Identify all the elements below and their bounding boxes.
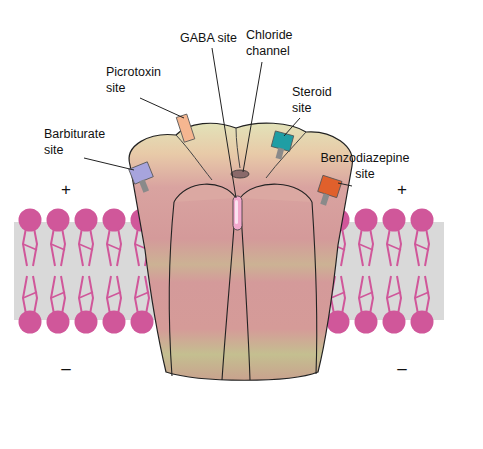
steroid-site xyxy=(271,131,293,160)
benzodiazepine-site xyxy=(318,175,342,205)
receptor-body xyxy=(129,123,352,380)
site-label: Benzodiazepine site xyxy=(318,150,412,182)
site-label: GABA site xyxy=(180,30,252,46)
charge-sign: + xyxy=(392,181,412,199)
picrotoxin-site xyxy=(176,114,194,142)
leader-lines xyxy=(84,48,352,198)
charge-sign: – xyxy=(56,360,76,378)
barbiturate-site xyxy=(129,162,154,193)
site-label: Barbiturate site xyxy=(44,126,116,158)
charge-sign: + xyxy=(56,181,76,199)
channel-label: Chloride channel xyxy=(246,27,306,59)
site-label: Steroid site xyxy=(292,84,348,116)
gaba-site xyxy=(233,196,242,230)
site-label: Picrotoxin site xyxy=(106,64,170,96)
charge-sign: – xyxy=(392,360,412,378)
